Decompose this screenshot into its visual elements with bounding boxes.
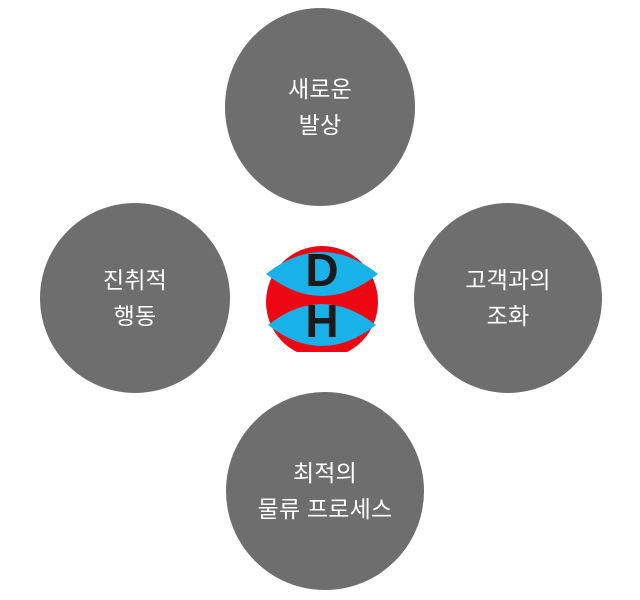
logo-cyan-lens-upper [266,252,378,296]
logo-letter-h: H [305,295,338,347]
value-circle-top-label: 새로운 발상 [287,76,353,138]
value-circle-top[interactable]: 새로운 발상 [225,8,415,206]
value-circle-bottom[interactable]: 최적의 물류 프로세스 [226,392,424,590]
value-circle-left-label: 진취적 행동 [102,267,168,329]
dh-logo-svg: D H [266,246,378,352]
dh-logo: D H [266,246,378,354]
value-circle-right-label: 고객과의 조화 [465,267,551,329]
logo-letter-d: D [305,246,338,296]
logo-cyan-lens-lower [268,304,376,346]
value-circle-bottom-label: 최적의 물류 프로세스 [257,460,393,522]
value-circle-right[interactable]: 고객과의 조화 [414,203,602,393]
value-circle-left[interactable]: 진취적 행동 [40,203,230,393]
